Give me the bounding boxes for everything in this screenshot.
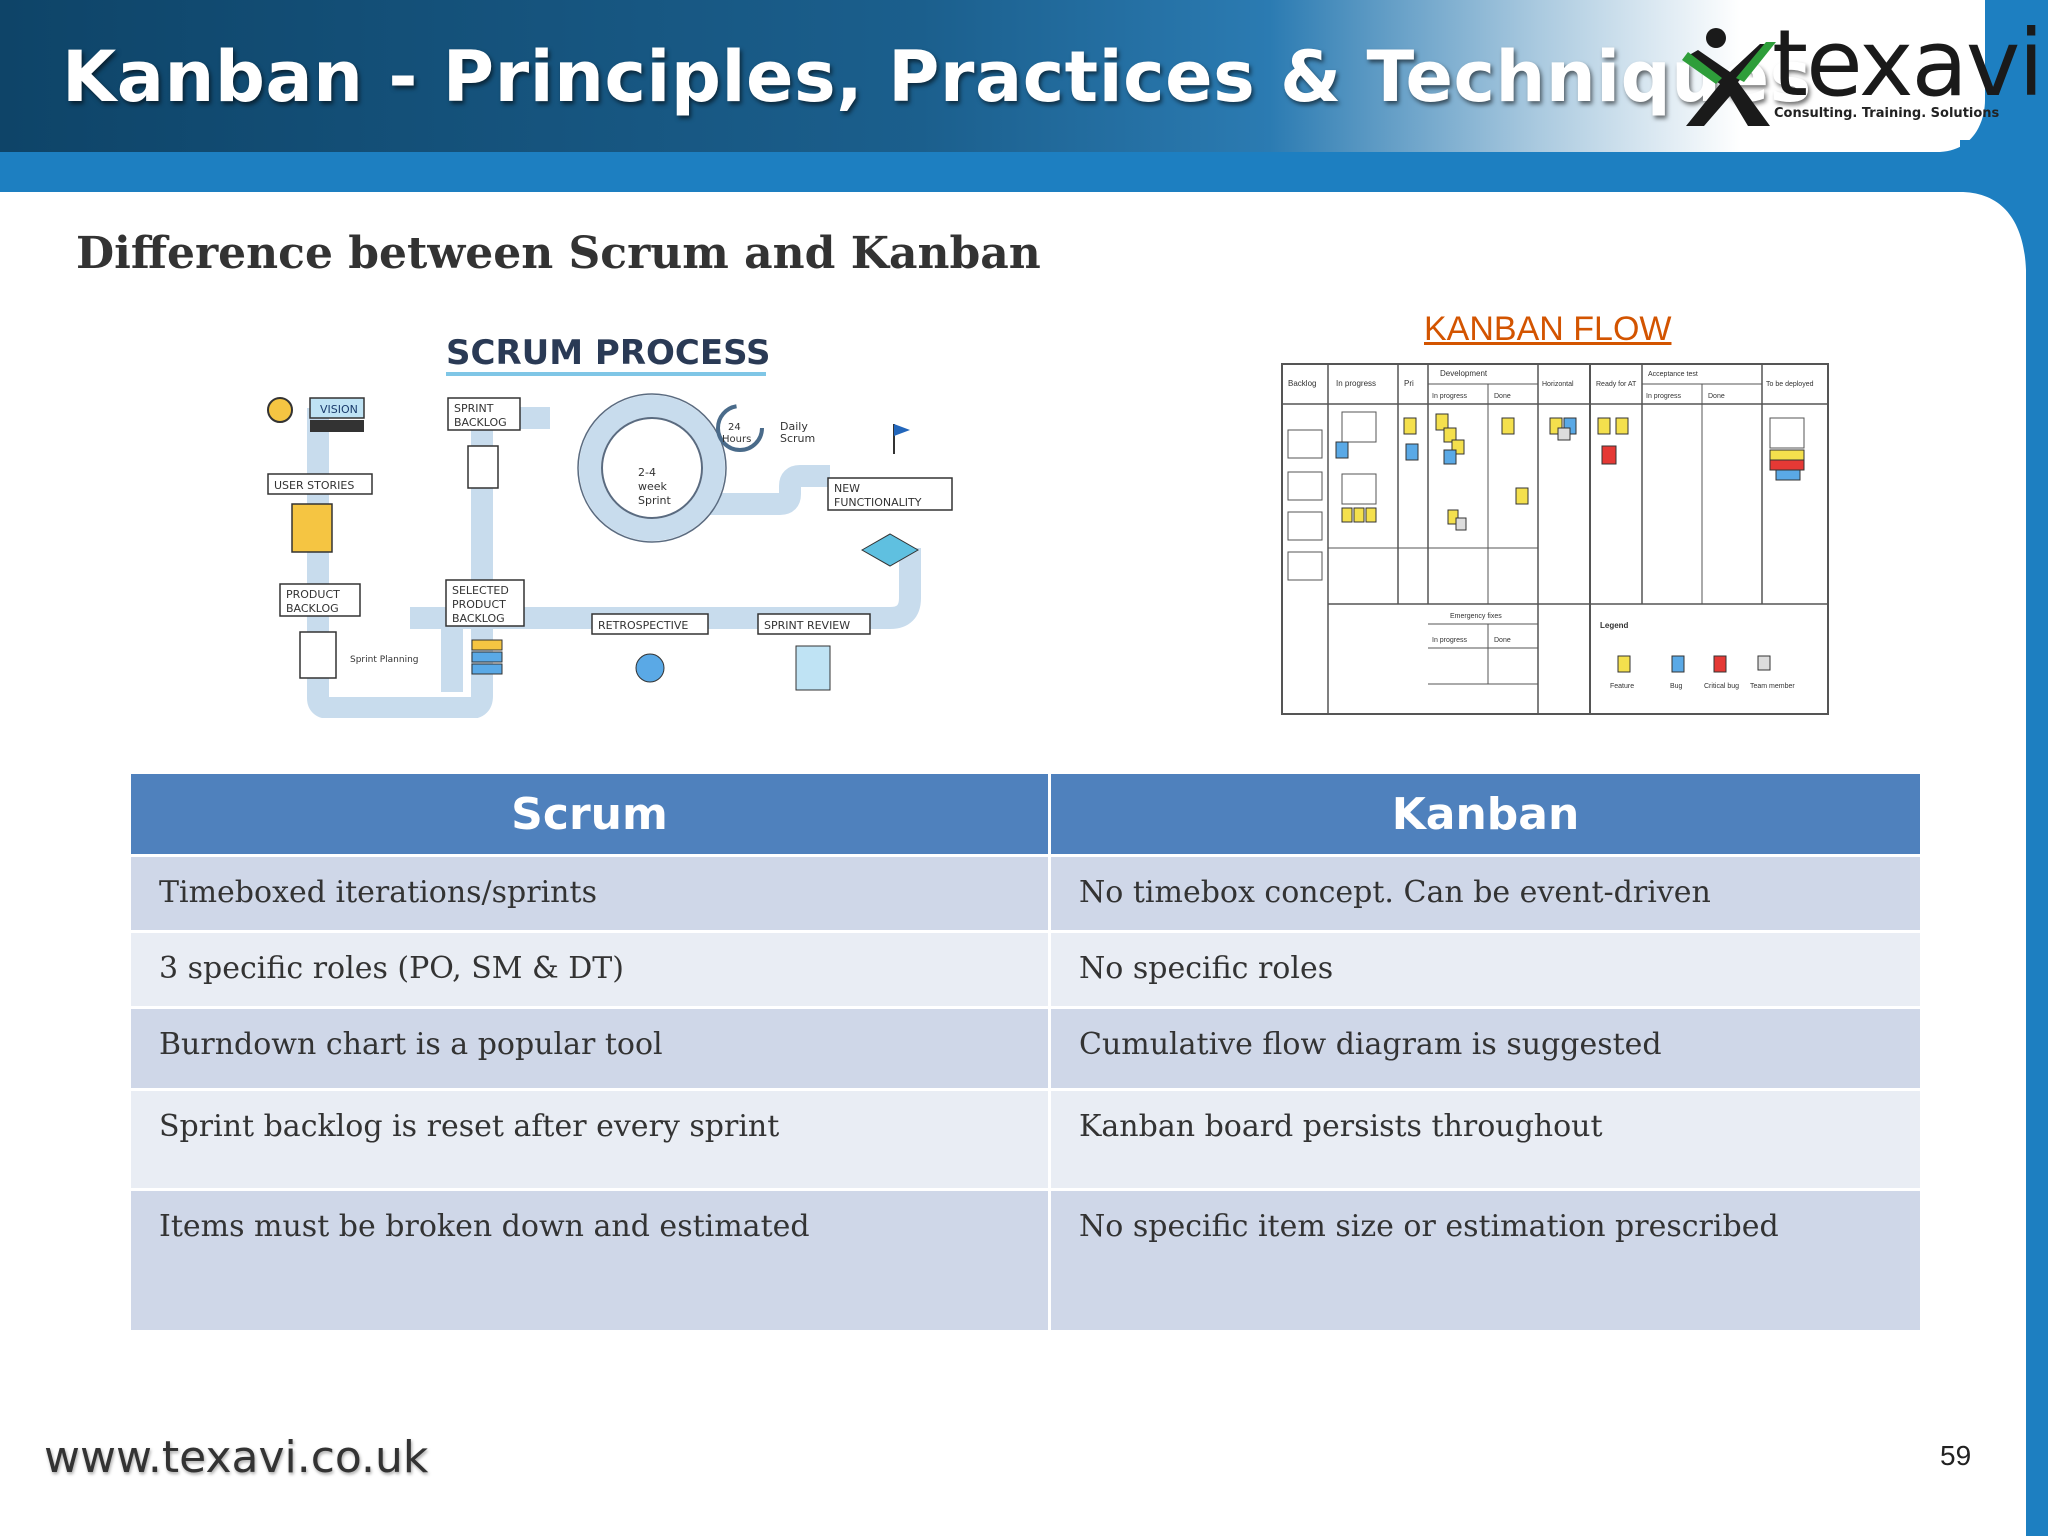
scrum-cell: Timeboxed iterations/sprints: [128, 854, 1051, 933]
kanban-emergency-lane: Emergency fixes: [1450, 613, 1502, 620]
kanban-acc-done: Done: [1708, 393, 1725, 400]
kanban-cell: Cumulative flow diagram is suggested: [1048, 1006, 1923, 1091]
selected-label-2: PRODUCT: [452, 598, 506, 611]
kanban-emergency-in-progress: In progress: [1432, 637, 1468, 644]
new-functionality-label-2: FUNCTIONALITY: [834, 496, 922, 509]
sprint-review-label: SPRINT REVIEW: [764, 619, 850, 632]
comparison-table: Scrum Kanban Timeboxed iterations/sprint…: [128, 771, 1923, 1333]
scrum-cell: Burndown chart is a popular tool: [128, 1006, 1051, 1091]
selected-label-3: BACKLOG: [452, 612, 505, 625]
kanban-flow-link[interactable]: KANBAN FLOW: [1424, 310, 1672, 348]
table-row: Items must be broken down and estimated …: [128, 1188, 1923, 1333]
new-functionality-label-1: NEW: [834, 482, 860, 495]
page-number: 59: [1940, 1440, 1972, 1471]
kanban-cell: No specific item size or estimation pres…: [1048, 1188, 1923, 1333]
vision-label: VISION: [320, 403, 358, 416]
legend-bug-label: Bug: [1670, 683, 1683, 690]
logo-wordmark: texavi: [1772, 10, 2044, 117]
logo-figure-icon: [1682, 28, 1776, 126]
kanban-acc-in-progress: In progress: [1646, 393, 1682, 400]
scrum-cell: 3 specific roles (PO, SM & DT): [128, 930, 1051, 1009]
sprint-backlog-label-1: SPRINT: [454, 402, 494, 415]
kanban-emergency-done: Done: [1494, 637, 1511, 644]
product-backlog-label-1: PRODUCT: [286, 588, 340, 601]
page-title: Kanban - Principles, Practices & Techniq…: [62, 36, 1812, 118]
kanban-board-diagram: Backlog In progress Pri Development In p…: [1281, 363, 1829, 715]
right-edge-decoration: [1960, 140, 2048, 1536]
legend-bug-swatch: [1671, 655, 1685, 673]
sprint-planning-label: Sprint Planning: [350, 655, 419, 665]
scrum-diagram-title: SCRUM PROCESS: [446, 333, 771, 373]
legend-team-member-label: Team member: [1750, 683, 1795, 690]
sprint-backlog-document-icon: [467, 445, 499, 489]
sprint-backlog-label-2: BACKLOG: [454, 416, 507, 429]
scrum-cell: Items must be broken down and estimated: [128, 1188, 1051, 1333]
kanban-cell: Kanban board persists throughout: [1048, 1088, 1923, 1191]
scrum-process-diagram: SCRUM PROCESS 2-4 week Sprint 24 Hours D…: [267, 333, 953, 718]
sprint-label-3: Sprint: [638, 494, 672, 507]
scrum-cell: Sprint backlog is reset after every spri…: [128, 1088, 1051, 1191]
texavi-logo: texavi Consulting. Training. Solutions: [1676, 18, 2044, 128]
legend-critical-bug-swatch: [1713, 655, 1727, 673]
box-icon: [860, 533, 920, 567]
kanban-col-pri: Pri: [1404, 379, 1414, 388]
sprint-label-1: 2-4: [638, 466, 656, 479]
table-row: Burndown chart is a popular tool Cumulat…: [128, 1006, 1923, 1091]
legend-critical-bug-label: Critical bug: [1704, 683, 1739, 690]
backlog-document-icon: [299, 631, 337, 679]
kanban-dev-done: Done: [1494, 393, 1511, 400]
lightbulb-icon: [267, 397, 293, 423]
table-row: Timeboxed iterations/sprints No timebox …: [128, 854, 1923, 933]
review-clipboard-icon: [795, 645, 831, 691]
kanban-col-deploy: To be deployed: [1766, 381, 1814, 388]
legend-team-member-swatch: [1757, 655, 1771, 671]
table-row: Sprint backlog is reset after every spri…: [128, 1088, 1923, 1191]
kanban-col-development: Development: [1440, 369, 1488, 378]
selected-label-1: SELECTED: [452, 584, 509, 597]
daily-label-1: Daily: [780, 420, 808, 433]
legend-feature-label: Feature: [1610, 683, 1634, 690]
hours-label-1: 24: [728, 422, 741, 433]
legend-feature-swatch: [1617, 655, 1631, 673]
retrospective-label: RETROSPECTIVE: [598, 619, 688, 632]
user-stories-label: USER STORIES: [274, 479, 354, 492]
selected-items-stack-icon: [471, 663, 503, 675]
kanban-dev-in-progress: In progress: [1432, 393, 1468, 400]
table-row: 3 specific roles (PO, SM & DT) No specif…: [128, 930, 1923, 1009]
kanban-cell: No specific roles: [1048, 930, 1923, 1009]
flag-icon: [894, 424, 910, 436]
section-heading: Difference between Scrum and Kanban: [76, 228, 1041, 279]
kanban-col-in-progress: In progress: [1336, 379, 1376, 388]
footer-url[interactable]: www.texavi.co.uk: [44, 1432, 429, 1483]
sprint-label-2: week: [638, 480, 668, 493]
user-story-cards-icon: [291, 503, 333, 553]
daily-label-2: Scrum: [780, 432, 815, 445]
kanban-legend-title: Legend: [1600, 621, 1629, 630]
table-header-scrum: Scrum: [128, 771, 1051, 857]
kanban-col-ready: Ready for AT: [1596, 381, 1637, 388]
kanban-col-horizontal: Horizontal: [1542, 381, 1574, 388]
kanban-col-backlog: Backlog: [1288, 379, 1316, 388]
team-meeting-icon: [635, 653, 665, 683]
hours-label-2: Hours: [722, 434, 751, 445]
table-header-kanban: Kanban: [1048, 771, 1923, 857]
logo-tagline: Consulting. Training. Solutions: [1774, 106, 2000, 121]
kanban-col-acceptance: Acceptance test: [1648, 371, 1698, 378]
kanban-cell: No timebox concept. Can be event-driven: [1048, 854, 1923, 933]
table-header-row: Scrum Kanban: [128, 771, 1923, 857]
product-backlog-label-2: BACKLOG: [286, 602, 339, 615]
